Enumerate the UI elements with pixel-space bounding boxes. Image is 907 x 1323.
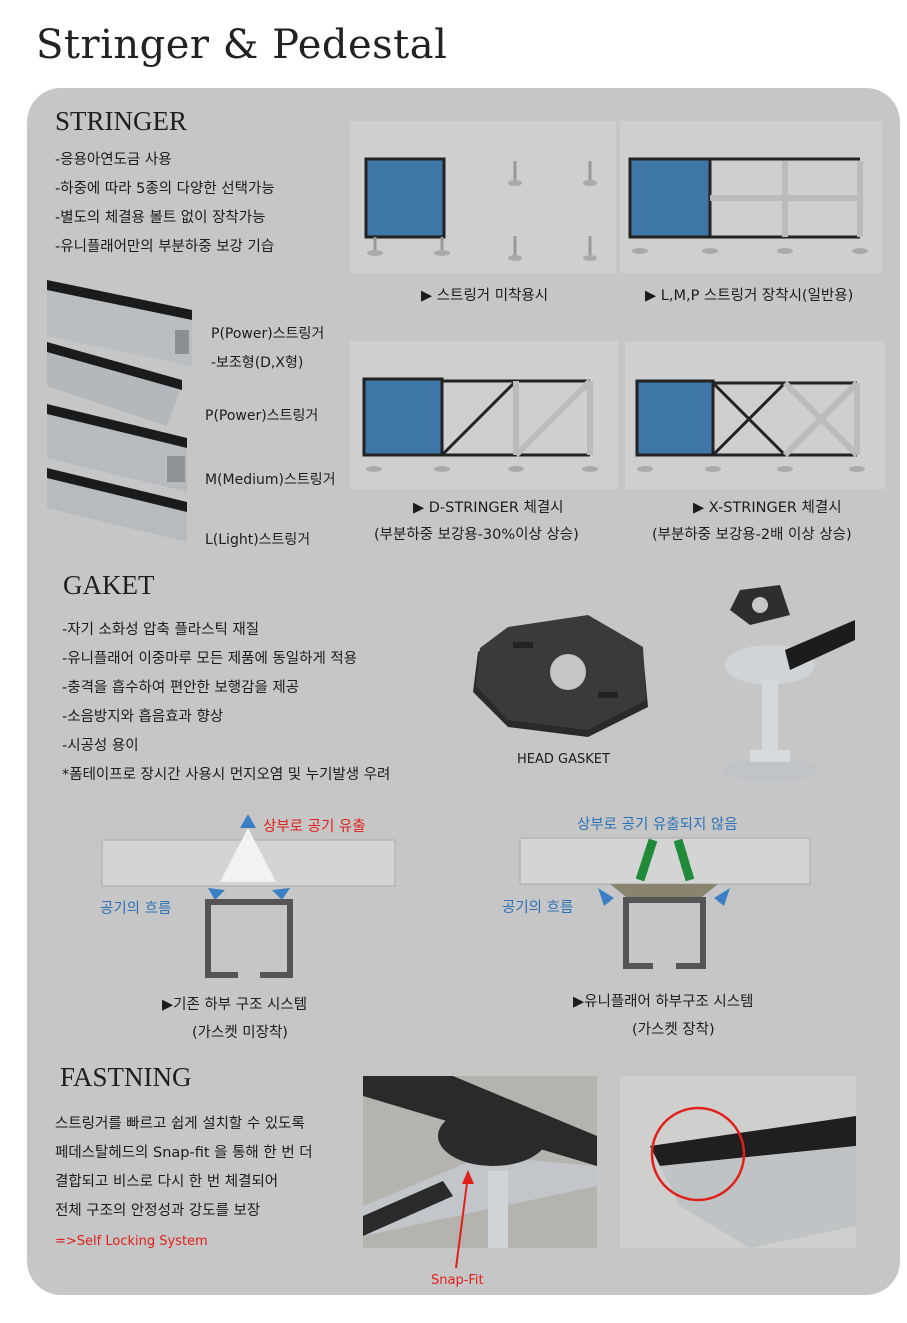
caption-d-stringer-sub: (부분하중 보강용-30%이상 상승)	[374, 527, 579, 543]
right-air-flow-label: 공기의 흐름	[502, 900, 574, 916]
fastning-line: 스트링거를 빠르고 쉽게 설치할 수 있도록	[55, 1116, 305, 1132]
caption-unmounted: ▶ 스트링거 미착용시	[421, 288, 549, 304]
self-locking-label: =>Self Locking System	[55, 1234, 208, 1249]
airflow-diagram-left	[100, 810, 400, 985]
fastning-text: 스트링거를 빠르고 쉽게 설치할 수 있도록 페데스탈헤드의 Snap-fit …	[55, 1110, 313, 1226]
pedestal-image	[715, 580, 860, 790]
head-gasket-label: HEAD GASKET	[517, 752, 610, 767]
fastning-line: 페데스탈헤드의 Snap-fit 을 통해 한 번 더	[55, 1145, 313, 1161]
stringer-profiles-image	[47, 276, 202, 546]
stringer-bullet: -응용아연도금 사용	[55, 152, 172, 168]
stringer-bullets: -응용아연도금 사용 -하중에 따라 5종의 다양한 선택가능 -별도의 체결용…	[55, 146, 275, 262]
snap-fit-photo	[363, 1076, 597, 1248]
image-stringer-unmounted	[350, 121, 616, 273]
caption-x-stringer: ▶ X-STRINGER 체결시	[693, 500, 842, 516]
image-stringer-lmp	[620, 121, 882, 273]
gasket-bullet: -충격을 흡수하여 편안한 보행감을 제공	[62, 680, 300, 696]
left-system-title: ▶기존 하부 구조 시스템	[162, 997, 308, 1013]
fastning-line: 전체 구조의 안정성과 강도를 보장	[55, 1203, 261, 1219]
gasket-bullet: *폼테이프로 장시간 사용시 먼지오염 및 누기발생 우려	[62, 767, 391, 783]
page-title: Stringer & Pedestal	[36, 22, 448, 68]
stringer-bullet: -유니플래어만의 부분하중 보강 기습	[55, 239, 275, 255]
snap-fit-label: Snap-Fit	[431, 1273, 484, 1288]
type-label-power: P(Power)스트링거	[205, 408, 319, 424]
type-label-medium: M(Medium)스트링거	[205, 472, 336, 488]
caption-lmp: ▶ L,M,P 스트링거 장착시(일반용)	[645, 288, 854, 304]
caption-x-stringer-sub: (부분하중 보강용-2배 이상 상승)	[652, 527, 852, 543]
right-system-title: ▶유니플래어 하부구조 시스템	[573, 994, 754, 1010]
type-label-aux-dx: -보조형(D,X형)	[211, 355, 304, 371]
caption-d-stringer: ▶ D-STRINGER 체결시	[413, 500, 564, 516]
fastning-heading: FASTNING	[60, 1062, 192, 1092]
gasket-bullet: -유니플래어 이중마루 모든 제품에 동일하게 적용	[62, 651, 358, 667]
image-d-stringer	[350, 341, 618, 489]
right-air-up-label: 상부로 공기 유출되지 않음	[577, 817, 738, 833]
gasket-bullets: -자기 소화성 압축 플라스틱 재질 -유니플래어 이중마루 모든 제품에 동일…	[62, 616, 390, 790]
snap-fit-arrow	[438, 1170, 478, 1270]
gasket-heading: GAKET	[63, 570, 155, 600]
fastening-closeup-photo	[620, 1076, 856, 1248]
type-label-power-aux: P(Power)스트링거	[211, 326, 325, 342]
gasket-bullet: -소음방지와 흡음효과 향상	[62, 709, 224, 725]
head-gasket-image	[468, 612, 658, 742]
type-label-light: L(Light)스트링거	[205, 532, 311, 548]
fastning-line: 결합되고 비스로 다시 한 번 체결되어	[55, 1174, 279, 1190]
gasket-bullet: -자기 소화성 압축 플라스틱 재질	[62, 622, 260, 638]
stringer-bullet: -하중에 따라 5종의 다양한 선택가능	[55, 181, 275, 197]
left-air-flow-label: 공기의 흐름	[100, 901, 172, 917]
image-x-stringer	[625, 341, 885, 489]
stringer-heading: STRINGER	[55, 106, 188, 136]
stringer-bullet: -별도의 체결용 볼트 없이 장착가능	[55, 210, 266, 226]
right-system-sub: (가스켓 장착)	[632, 1022, 715, 1038]
gasket-bullet: -시공성 용이	[62, 738, 139, 754]
airflow-diagram-right	[518, 836, 813, 981]
left-system-sub: (가스켓 미장착)	[192, 1025, 288, 1041]
left-air-up-label: 상부로 공기 유출	[263, 819, 366, 835]
